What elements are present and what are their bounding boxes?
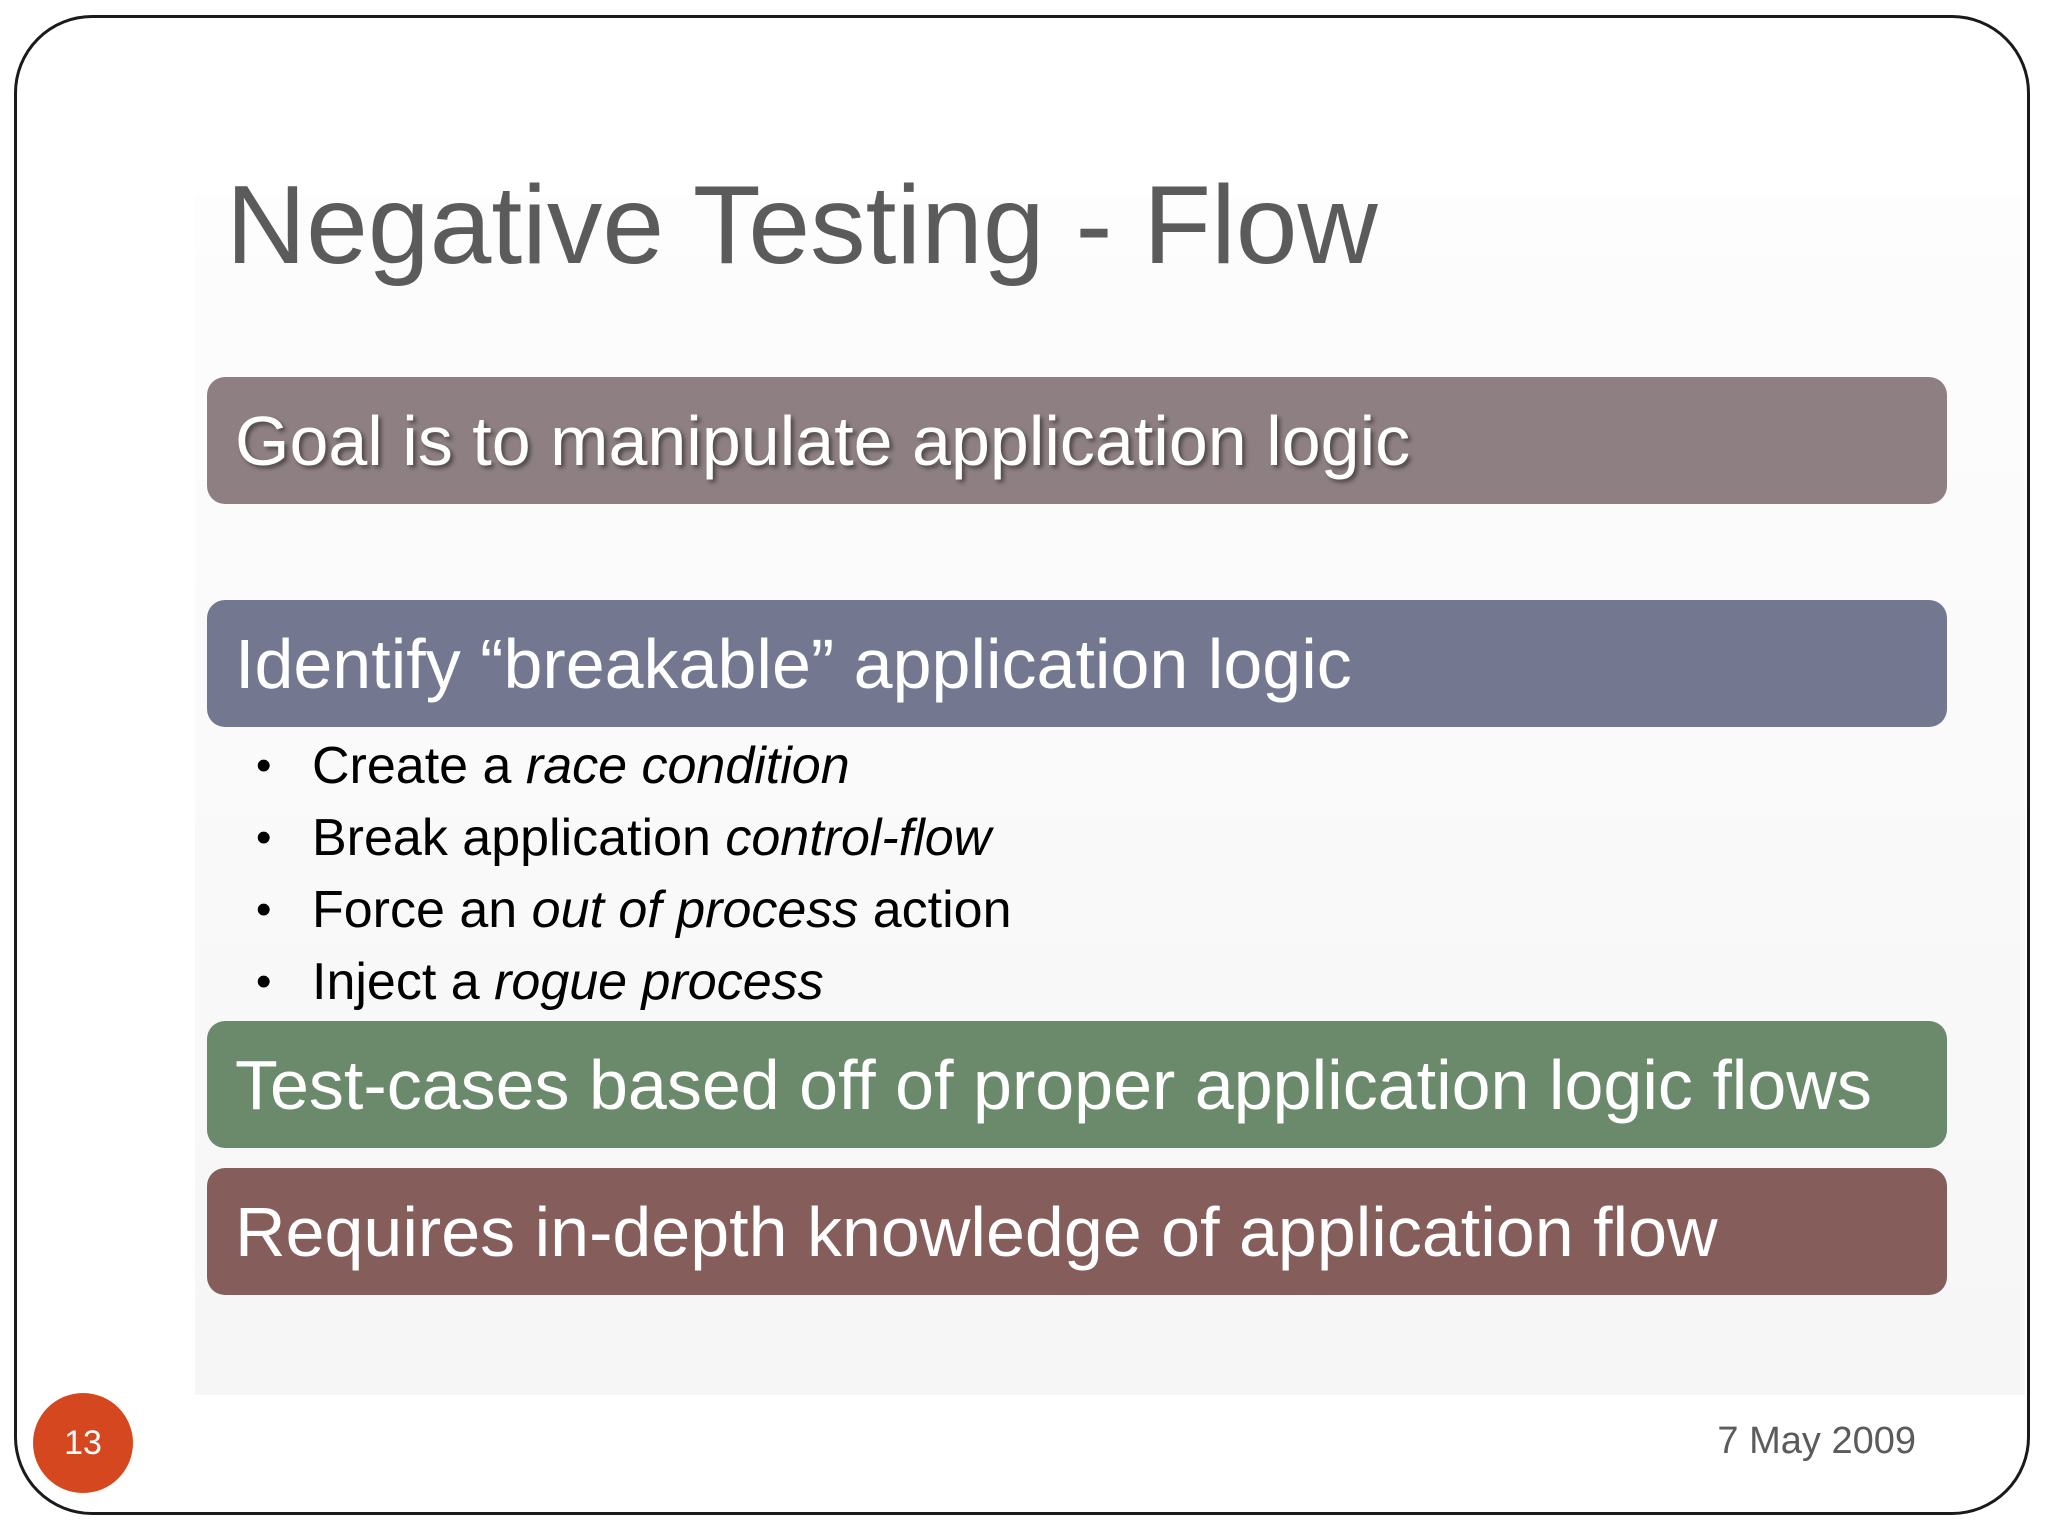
requires-bar: Requires in-depth knowledge of applicati… xyxy=(207,1168,1947,1295)
bullet-item: • Break application control-flow xyxy=(256,802,1012,874)
bullet-item: • Force an out of process action xyxy=(256,874,1012,946)
identify-bar-text: Identify “breakable” application logic xyxy=(235,624,1352,703)
bullet-text: Inject a xyxy=(312,953,495,1011)
goal-bar: Goal is to manipulate application logic xyxy=(207,377,1947,504)
testcases-bar-text: Test-cases based off of proper applicati… xyxy=(235,1045,1872,1124)
bullet-dot-icon: • xyxy=(256,741,272,790)
slide-title: Negative Testing - Flow xyxy=(226,163,1378,287)
bullet-item: • Inject a rogue process xyxy=(256,946,1012,1018)
requires-bar-text: Requires in-depth knowledge of applicati… xyxy=(235,1192,1718,1271)
bullet-emphasis: rogue process xyxy=(494,953,824,1011)
bullet-emphasis: control-flow xyxy=(725,809,992,867)
slide-date: 7 May 2009 xyxy=(1717,1420,1916,1462)
bullet-dot-icon: • xyxy=(256,885,272,934)
goal-bar-text: Goal is to manipulate application logic xyxy=(235,401,1411,480)
bullet-text-after: action xyxy=(858,881,1012,939)
bullet-list: • Create a race condition • Break applic… xyxy=(256,730,1012,1018)
bullet-emphasis: out of process xyxy=(531,881,859,939)
bullet-text: Create a xyxy=(312,737,526,795)
identify-bar: Identify “breakable” application logic xyxy=(207,600,1947,727)
page-number: 13 xyxy=(64,1423,102,1462)
bullet-dot-icon: • xyxy=(256,957,272,1006)
bullet-text: Break application xyxy=(312,809,726,867)
page-number-badge: 13 xyxy=(33,1393,133,1493)
bullet-item: • Create a race condition xyxy=(256,730,1012,802)
bullet-text: Force an xyxy=(312,881,532,939)
bullet-emphasis: race condition xyxy=(525,737,850,795)
bullet-dot-icon: • xyxy=(256,813,272,862)
testcases-bar: Test-cases based off of proper applicati… xyxy=(207,1021,1947,1148)
